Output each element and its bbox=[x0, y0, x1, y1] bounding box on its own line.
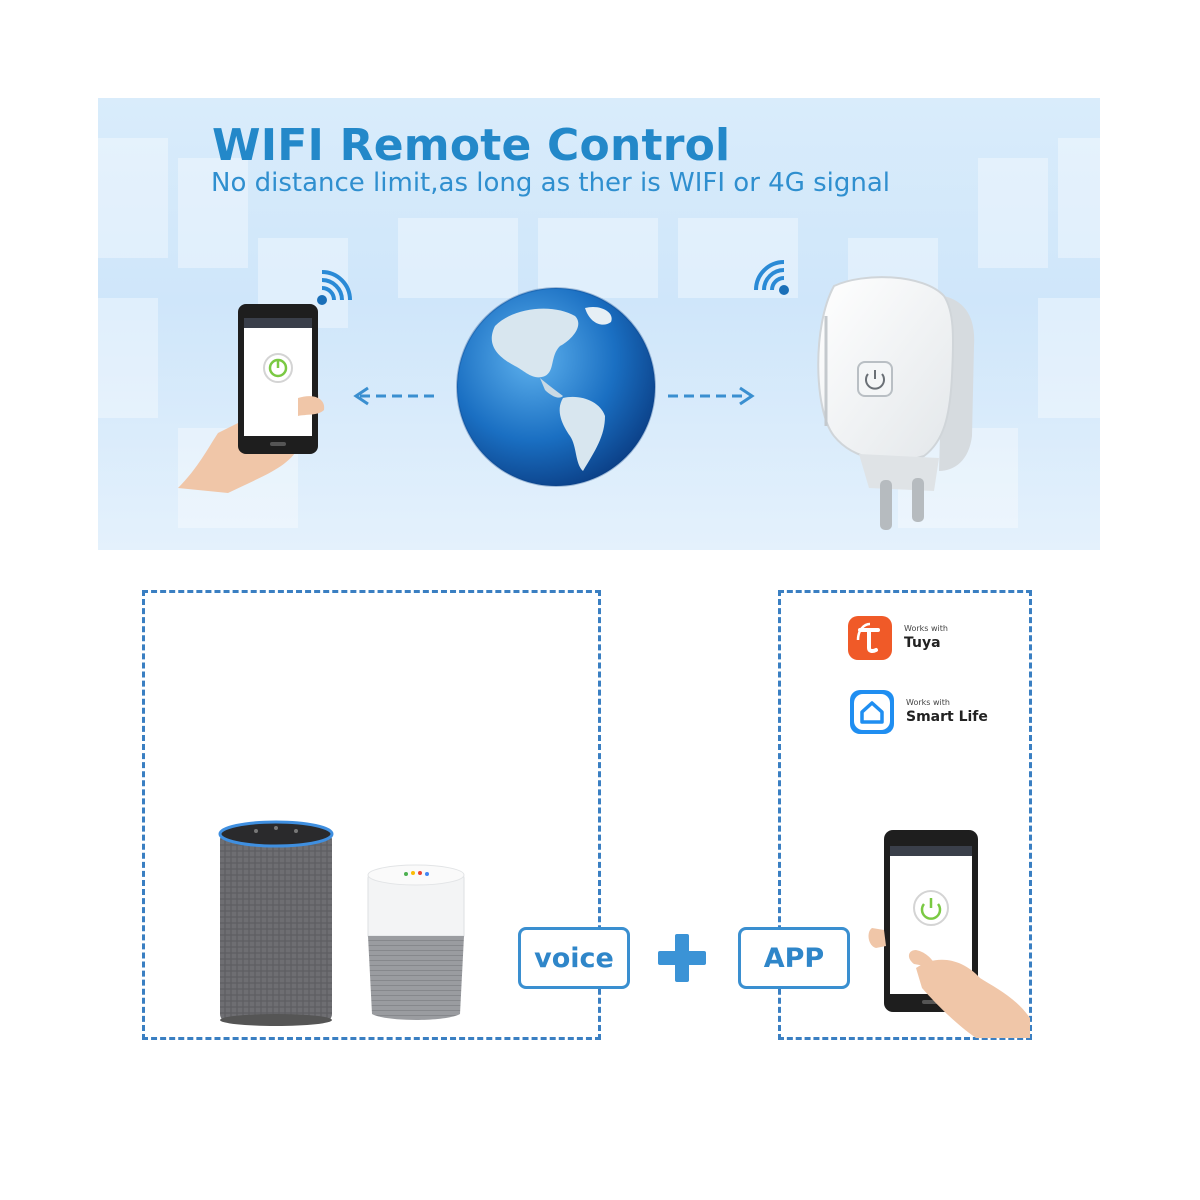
wifi-signal-icon bbox=[317, 270, 352, 305]
phone-in-hand-illustration bbox=[868, 830, 1030, 1038]
arrow-right-icon bbox=[668, 386, 755, 406]
smart-plug bbox=[817, 276, 975, 530]
smart-speakers-illustration bbox=[218, 820, 465, 1026]
tuya-name: Tuya bbox=[904, 634, 941, 651]
wifi-remote-banner: WIFI Remote Control No distance limit,as… bbox=[98, 98, 1100, 550]
tuya-works-with: Works with bbox=[904, 624, 948, 634]
smart-life-logo-icon bbox=[850, 690, 894, 734]
wifi-signal-icon bbox=[754, 260, 789, 295]
globe-icon bbox=[456, 287, 656, 487]
banner-title: WIFI Remote Control bbox=[212, 120, 731, 171]
app-label: APP bbox=[738, 927, 850, 989]
smart-life-badge: Works with Smart Life bbox=[850, 690, 988, 734]
smart-life-works-with: Works with bbox=[906, 698, 950, 708]
smart-life-name: Smart Life bbox=[906, 708, 988, 725]
voice-label: voice bbox=[518, 927, 630, 989]
app-control-panel bbox=[778, 590, 1032, 1040]
arrow-left-icon bbox=[353, 386, 440, 406]
plus-icon bbox=[658, 934, 706, 982]
voice-control-panel bbox=[142, 590, 601, 1040]
tuya-badge: Works with Tuya bbox=[848, 616, 948, 660]
banner-subtitle: No distance limit,as long as ther is WIF… bbox=[211, 168, 891, 198]
phone-in-hand-illustration bbox=[178, 304, 325, 493]
tuya-logo-icon bbox=[848, 616, 892, 660]
